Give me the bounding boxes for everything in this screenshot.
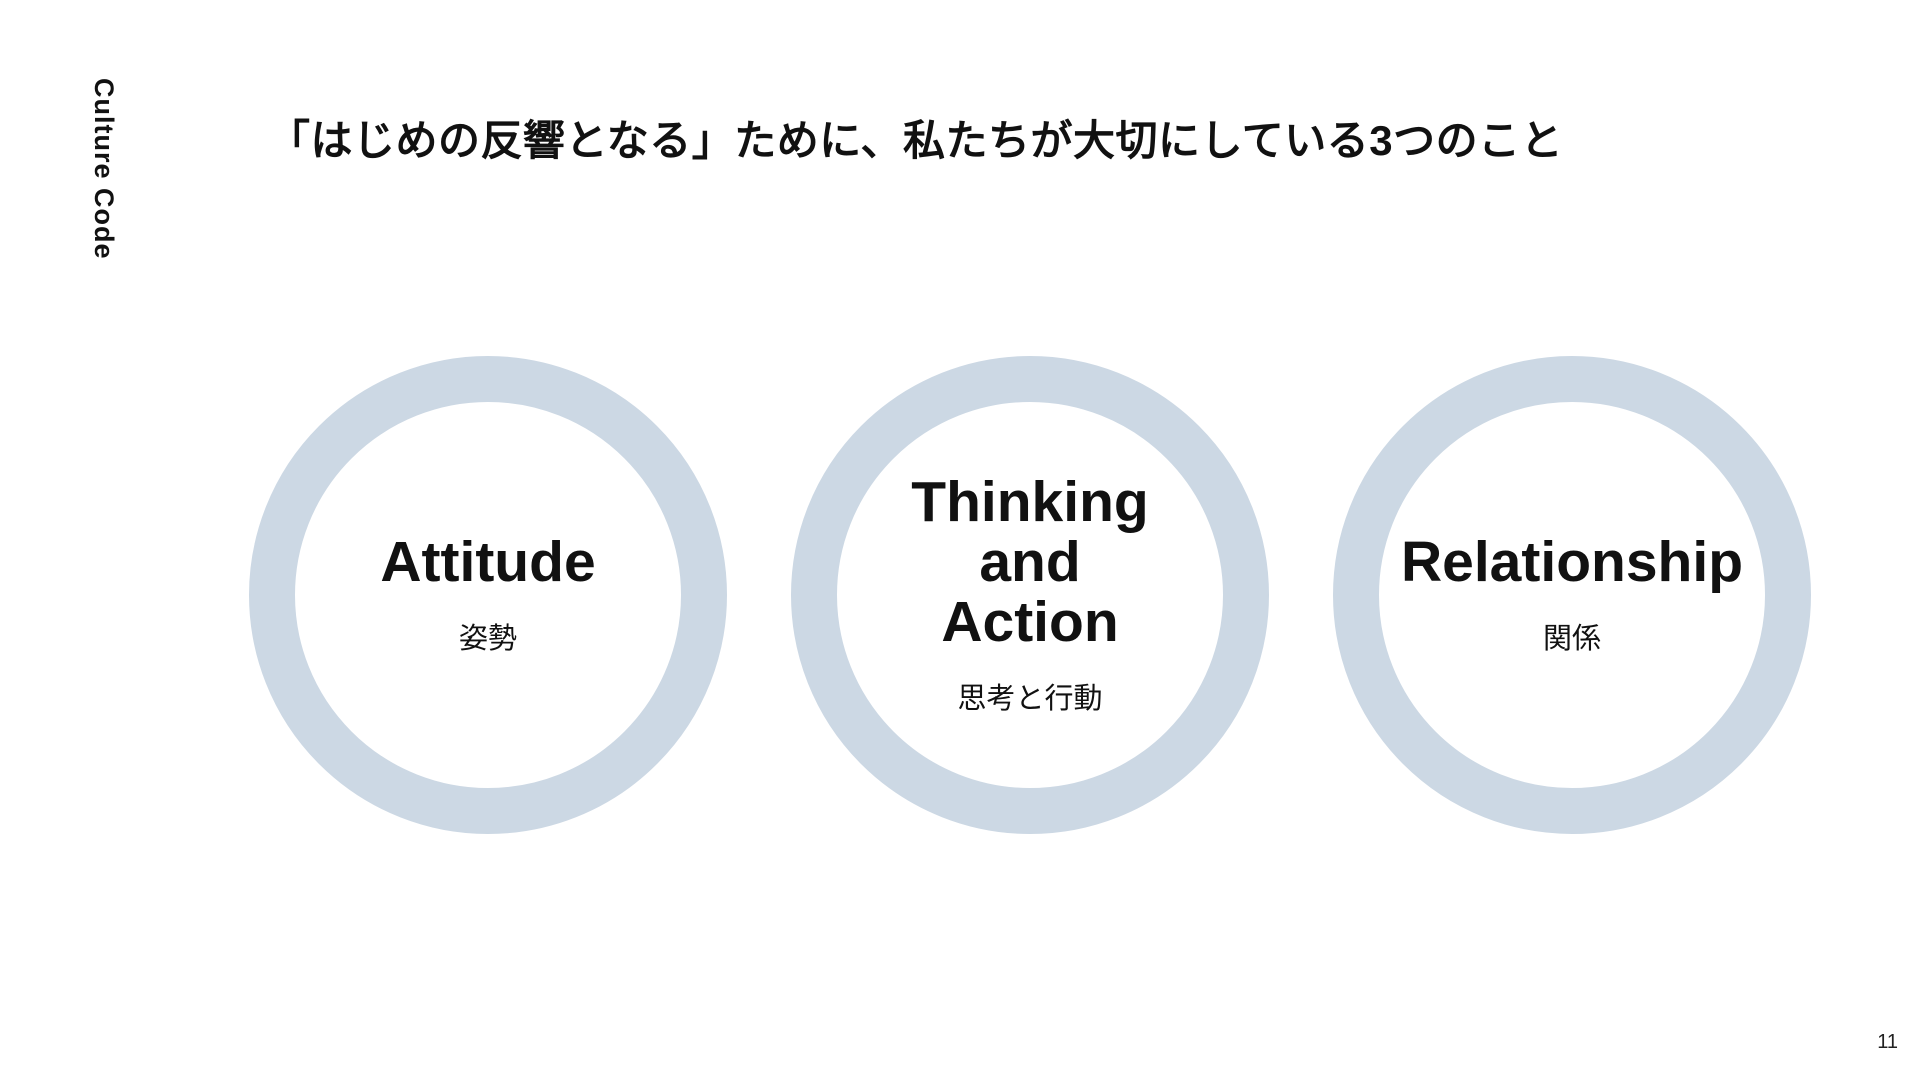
circle-title-attitude: Attitude (380, 530, 596, 595)
side-label-culture-code: Culture Code (89, 78, 119, 260)
circle-subtitle-relationship: 関係 (1542, 622, 1601, 655)
circle-thinking-and-action: Thinking and Action 思考と行動 (791, 356, 1269, 834)
circle-title-thinking-and-action: Thinking and Action (911, 470, 1149, 654)
circle-attitude: Attitude 姿勢 (249, 356, 727, 834)
circle-subtitle-attitude: 姿勢 (458, 622, 517, 655)
page-title: 「はじめの反響となる」ために、私たちが大切にしている3つのこと (268, 117, 1564, 164)
circle-subtitle-thinking-and-action: 思考と行動 (957, 682, 1103, 715)
circles-row: Attitude 姿勢 Thinking and Action 思考と行動 Re… (249, 356, 1811, 834)
circle-title-relationship: Relationship (1400, 530, 1744, 595)
page-number: 11 (1877, 1031, 1898, 1053)
circle-relationship: Relationship 関係 (1333, 356, 1811, 834)
